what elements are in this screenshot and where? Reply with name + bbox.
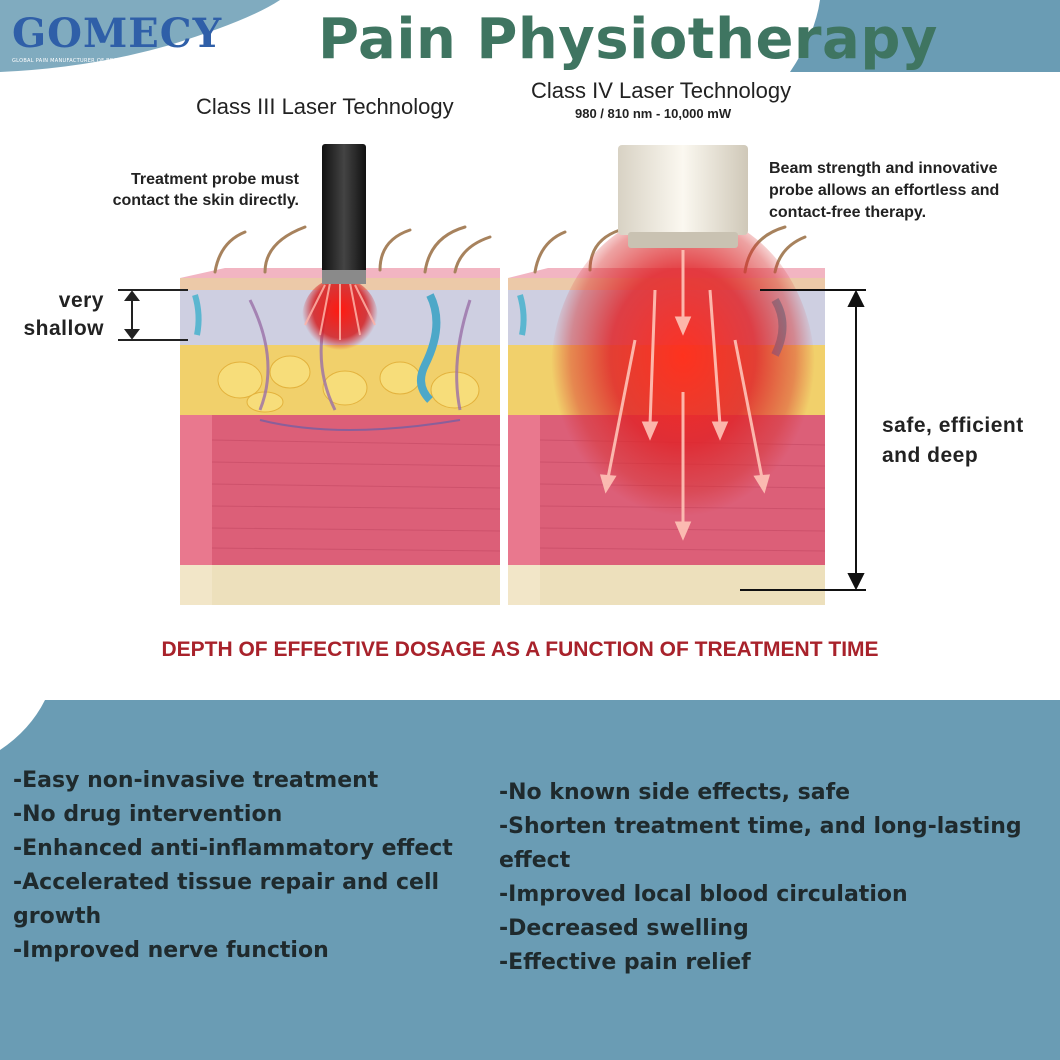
- benefit-item: -Effective pain relief: [499, 950, 751, 975]
- benefit-item: -Enhanced anti-inflammatory effect: [13, 836, 453, 861]
- laser-comparison-diagram: [118, 144, 866, 605]
- benefit-item: -No drug intervention: [13, 802, 283, 827]
- benefits-list-left: -Easy non-invasive treatment -No drug in…: [13, 764, 483, 968]
- header-band: [0, 0, 1060, 72]
- benefit-item: -Improved local blood circulation: [499, 882, 908, 907]
- brand-tagline: GLOBAL PAIN MANUFACTURER OF BEAUTY EQUIP…: [12, 58, 162, 64]
- class-iii-note: Treatment probe must contact the skin di…: [112, 171, 299, 209]
- shallow-depth-marker: [118, 289, 188, 341]
- benefit-item: -Accelerated tissue repair and cell grow…: [13, 870, 440, 929]
- class-iii-heading: Class III Laser Technology: [196, 94, 454, 119]
- benefit-item: -Shorten treatment time, and long-lastin…: [499, 814, 1022, 873]
- diagram-caption: DEPTH OF EFFECTIVE DOSAGE AS A FUNCTION …: [161, 638, 879, 661]
- class-iv-note: Beam strength and innovative probe allow…: [769, 160, 1000, 221]
- class-iv-heading: Class IV Laser Technology: [531, 78, 792, 103]
- benefit-item: -Decreased swelling: [499, 916, 749, 941]
- benefit-item: -Improved nerve function: [13, 938, 329, 963]
- left-skin-block: [180, 144, 501, 605]
- benefits-list-right: -No known side effects, safe -Shorten tr…: [499, 776, 1054, 980]
- benefit-item: -Easy non-invasive treatment: [13, 768, 379, 793]
- benefits-band: [0, 700, 1060, 1060]
- deep-depth-marker: [740, 289, 866, 591]
- brand-logo: GOMECY GLOBAL PAIN MANUFACTURER OF BEAUT…: [12, 10, 223, 65]
- deep-label: safe, efficient and deep: [882, 414, 1024, 467]
- right-skin-block: [508, 145, 826, 605]
- shallow-label: very shallow: [23, 289, 104, 340]
- class-iv-spec: 980 / 810 nm - 10,000 mW: [575, 106, 732, 121]
- brand-name: GOMECY: [12, 10, 223, 57]
- benefit-item: -No known side effects, safe: [499, 780, 851, 805]
- page-title: Pain Physiotherapy: [318, 7, 938, 72]
